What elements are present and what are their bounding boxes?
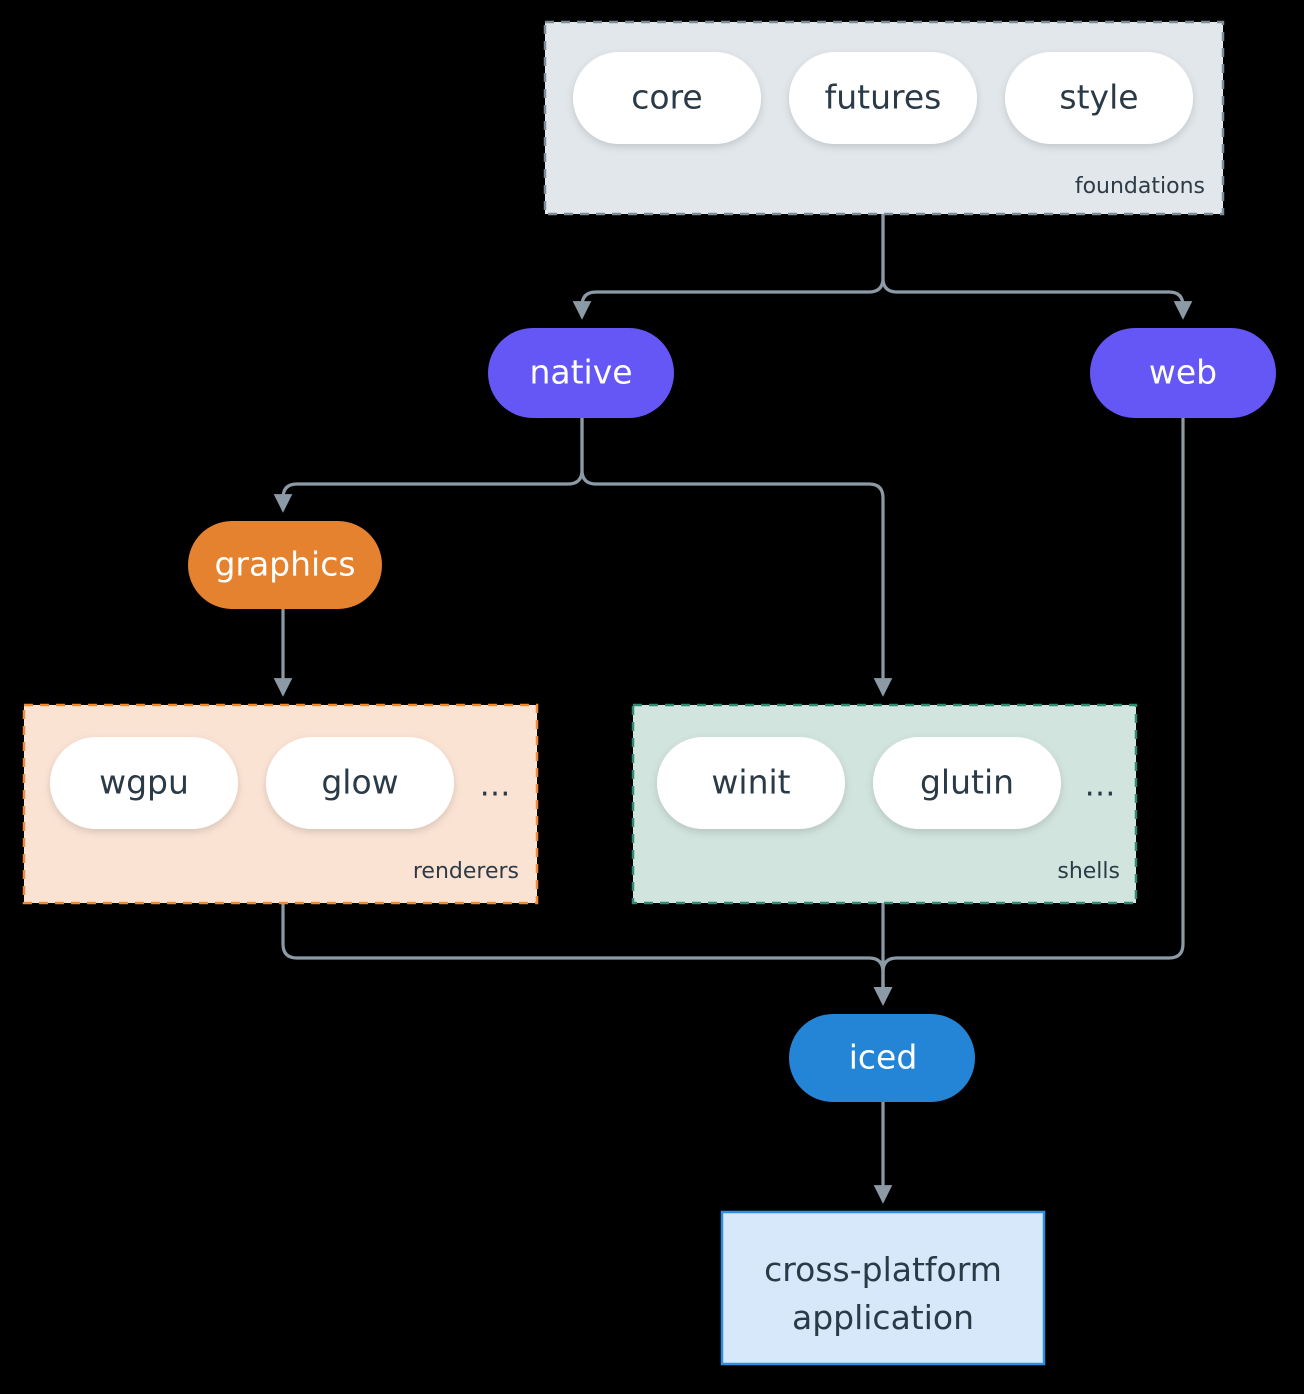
- pill-core[interactable]: core: [573, 52, 761, 144]
- group-renderers[interactable]: wgpu glow … renderers: [22, 703, 539, 905]
- node-iced-label: iced: [849, 1038, 918, 1077]
- renderers-group-label: renderers: [413, 859, 519, 884]
- pill-glutin-shape: [873, 737, 1061, 829]
- node-native-shape: [488, 328, 674, 418]
- pill-wgpu-label: wgpu: [99, 763, 189, 802]
- edge-foundations-to-web: [881, 212, 1193, 320]
- pill-winit-label: winit: [711, 763, 790, 802]
- node-web-shape: [1090, 328, 1276, 418]
- edge-foundations-to-native: [572, 212, 885, 320]
- pill-glutin-label: glutin: [920, 763, 1014, 802]
- node-graphics[interactable]: graphics: [188, 521, 382, 609]
- renderers-ellipsis: …: [480, 768, 511, 804]
- edge-layer: [273, 212, 1193, 1204]
- pill-style-shape: [1005, 52, 1193, 144]
- node-iced[interactable]: iced: [789, 1014, 975, 1102]
- pill-style-label: style: [1059, 78, 1138, 117]
- pill-glow-shape: [266, 737, 454, 829]
- pill-style[interactable]: style: [1005, 52, 1193, 144]
- node-graphics-shape: [188, 521, 382, 609]
- node-web-label: web: [1149, 353, 1217, 392]
- node-graphics-label: graphics: [214, 545, 355, 584]
- pill-glow-label: glow: [321, 763, 398, 802]
- edge-renderers-to-iced: [281, 901, 893, 1006]
- edge-native-to-graphics: [273, 416, 584, 513]
- pill-futures-label: futures: [825, 78, 942, 117]
- edge-native-to-shells: [580, 416, 893, 697]
- shells-group-label: shells: [1057, 859, 1120, 884]
- shells-ellipsis: …: [1085, 768, 1116, 804]
- application-box-shape: [720, 1210, 1046, 1366]
- foundations-group-label: foundations: [1075, 174, 1205, 199]
- pill-winit-shape: [657, 737, 845, 829]
- pill-winit[interactable]: winit: [657, 737, 845, 829]
- node-application[interactable]: cross-platform application: [720, 1210, 1046, 1366]
- node-iced-shape: [789, 1014, 975, 1102]
- application-label-line2: application: [792, 1298, 974, 1337]
- application-label-line1: cross-platform: [764, 1250, 1002, 1289]
- pill-futures[interactable]: futures: [789, 52, 977, 144]
- pill-futures-shape: [789, 52, 977, 144]
- pill-glutin[interactable]: glutin: [873, 737, 1061, 829]
- node-native[interactable]: native: [488, 328, 674, 418]
- pill-wgpu[interactable]: wgpu: [50, 737, 238, 829]
- pill-core-shape: [573, 52, 761, 144]
- group-foundations[interactable]: core futures style foundations: [543, 20, 1225, 216]
- pill-core-label: core: [631, 78, 702, 117]
- node-native-label: native: [529, 353, 632, 392]
- pill-glow[interactable]: glow: [266, 737, 454, 829]
- node-web[interactable]: web: [1090, 328, 1276, 418]
- edge-web-to-iced: [873, 416, 1185, 1006]
- pill-wgpu-shape: [50, 737, 238, 829]
- group-shells[interactable]: winit glutin … shells: [631, 703, 1138, 905]
